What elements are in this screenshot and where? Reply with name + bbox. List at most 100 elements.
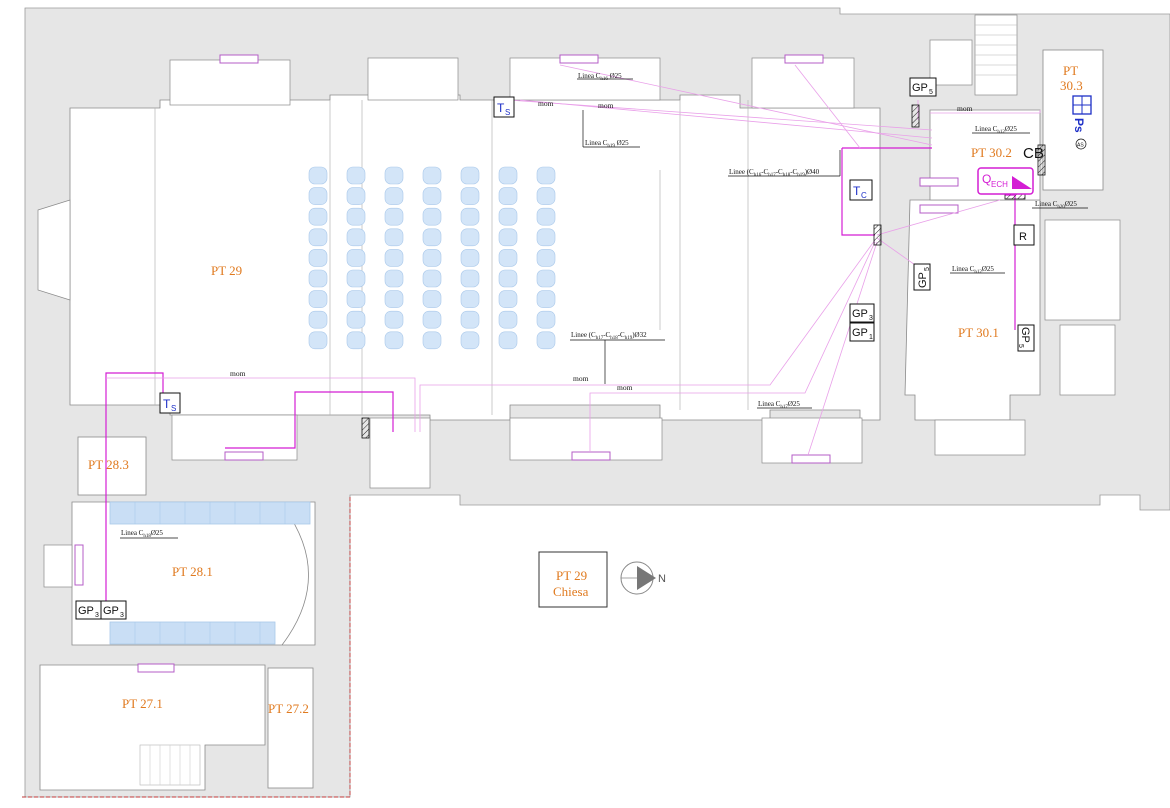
left-apse bbox=[37, 199, 71, 301]
seat bbox=[498, 290, 518, 308]
seat bbox=[308, 228, 328, 247]
room-label-pt30-1: PT 30.1 bbox=[958, 325, 999, 340]
legend-line-1: PT 29 bbox=[556, 568, 587, 583]
mom-labels: mom mom mom mom mom mom bbox=[230, 99, 973, 392]
seat bbox=[498, 187, 518, 205]
svg-text:3: 3 bbox=[869, 315, 873, 322]
seat bbox=[422, 228, 442, 247]
seat bbox=[422, 310, 442, 329]
seat bbox=[384, 228, 404, 247]
seat bbox=[498, 228, 518, 247]
symbols: T S T S T C GP 5 GP 3 GP 1 bbox=[75, 77, 1092, 620]
room-30-3-floor bbox=[1042, 49, 1104, 191]
svg-text:1: 1 bbox=[869, 334, 873, 341]
room-label-pt30-3-line1: PT bbox=[1063, 63, 1078, 78]
svg-text:5: 5 bbox=[924, 267, 931, 271]
room-label-pt28-1: PT 28.1 bbox=[172, 564, 213, 579]
seat bbox=[536, 166, 556, 185]
junction-box-cb bbox=[1037, 144, 1046, 176]
seat bbox=[384, 310, 404, 329]
room-label-pt30-2: PT 30.2 bbox=[971, 145, 1012, 160]
stair-treads-27 bbox=[149, 745, 191, 785]
label-leaders bbox=[120, 78, 1088, 539]
svg-text:R: R bbox=[1019, 231, 1027, 243]
cable-mom-lower bbox=[589, 241, 876, 452]
seat bbox=[460, 310, 480, 329]
label-bundle-32: Linee (Ch17-Ch18-Ch19)Ø32 bbox=[571, 331, 647, 341]
cable-niche-drop bbox=[225, 391, 394, 449]
label-ch16: Linea Ch16 Ø25 bbox=[578, 72, 622, 82]
svg-text:GP: GP bbox=[852, 308, 868, 320]
junction-box-tc bbox=[873, 224, 882, 246]
svg-text:GP: GP bbox=[917, 272, 929, 288]
cable-line-labels: Linea Ch16 Ø25 Linea Ch19 Ø25 Linea Ch12… bbox=[121, 72, 1077, 539]
seat bbox=[384, 187, 404, 205]
windows bbox=[74, 54, 959, 673]
svg-text:GP: GP bbox=[1019, 327, 1031, 343]
junction-box-gp5-top bbox=[911, 104, 920, 128]
svg-text:3: 3 bbox=[120, 612, 124, 619]
top-niche-1 bbox=[169, 59, 291, 106]
cb-label: CB bbox=[1023, 145, 1044, 162]
seat bbox=[422, 166, 442, 185]
seat bbox=[498, 166, 518, 185]
seat-grid bbox=[308, 166, 556, 350]
label-ch12-mid: Linea Ch12Ø25 bbox=[952, 265, 994, 275]
seat bbox=[384, 269, 404, 288]
label-ch12-top: Linea Ch12Ø25 bbox=[975, 125, 1017, 135]
svg-text:5: 5 bbox=[1017, 344, 1024, 348]
gp5-symbol-right-rotated: GP 5 bbox=[1017, 324, 1035, 352]
seat bbox=[308, 166, 328, 185]
seat bbox=[460, 249, 480, 267]
room-right-lower bbox=[1059, 324, 1116, 396]
label-ch18: Linea Ch18Ø25 bbox=[121, 529, 163, 539]
mom-label-1: mom bbox=[538, 99, 554, 108]
seat bbox=[498, 269, 518, 288]
cable-tc-loop bbox=[841, 148, 875, 236]
seat bbox=[460, 228, 480, 247]
mom-label-5: mom bbox=[573, 374, 589, 383]
seat bbox=[308, 207, 328, 226]
seat bbox=[422, 187, 442, 205]
seat bbox=[536, 269, 556, 288]
svg-text:T: T bbox=[163, 397, 171, 411]
walls bbox=[20, 7, 1170, 798]
seat bbox=[384, 166, 404, 185]
svg-text:Ps: Ps bbox=[1072, 118, 1086, 133]
seat bbox=[536, 310, 556, 329]
cable-top-2 bbox=[519, 99, 933, 139]
cable-top-1 bbox=[507, 99, 933, 131]
label-ch19: Linea Ch19 Ø25 bbox=[585, 139, 629, 149]
cable-to-bottom-window bbox=[807, 241, 878, 456]
seat bbox=[308, 269, 328, 288]
room-right-mid bbox=[1044, 219, 1121, 321]
r-symbol: R bbox=[1013, 224, 1035, 246]
cable-mom-left bbox=[106, 377, 416, 432]
label-bundle-40: Linee (Ch16-Ch17-Ch18-Ch19)Ø40 bbox=[729, 168, 820, 178]
room-label-pt27-2: PT 27.2 bbox=[268, 701, 309, 716]
seat bbox=[536, 249, 556, 267]
room-label-pt28-3: PT 28.3 bbox=[88, 457, 129, 472]
gp5-symbol-top: GP 5 bbox=[909, 77, 937, 97]
gp1-symbol-mid: GP 1 bbox=[849, 322, 875, 342]
gp5-symbol-left-rotated: GP 5 bbox=[913, 263, 931, 291]
seat bbox=[384, 207, 404, 226]
gp3-symbol-left-1: GP 3 bbox=[75, 600, 102, 620]
property-boundary bbox=[20, 497, 351, 798]
mom-label-3: mom bbox=[957, 104, 973, 113]
seat bbox=[422, 207, 442, 226]
seat bbox=[346, 166, 366, 185]
thermostat-symbol-top: T S bbox=[493, 96, 515, 118]
seat bbox=[346, 269, 366, 288]
seat bbox=[536, 331, 556, 350]
seat bbox=[460, 290, 480, 308]
svg-text:T: T bbox=[497, 101, 505, 115]
svg-text:GP: GP bbox=[103, 605, 119, 617]
bench-bottom bbox=[109, 621, 276, 645]
room-27-2-floor bbox=[267, 667, 314, 789]
seat bbox=[308, 187, 328, 205]
room-27-1-floor bbox=[39, 664, 266, 791]
seat bbox=[346, 187, 366, 205]
legend-line-2: Chiesa bbox=[553, 584, 589, 599]
